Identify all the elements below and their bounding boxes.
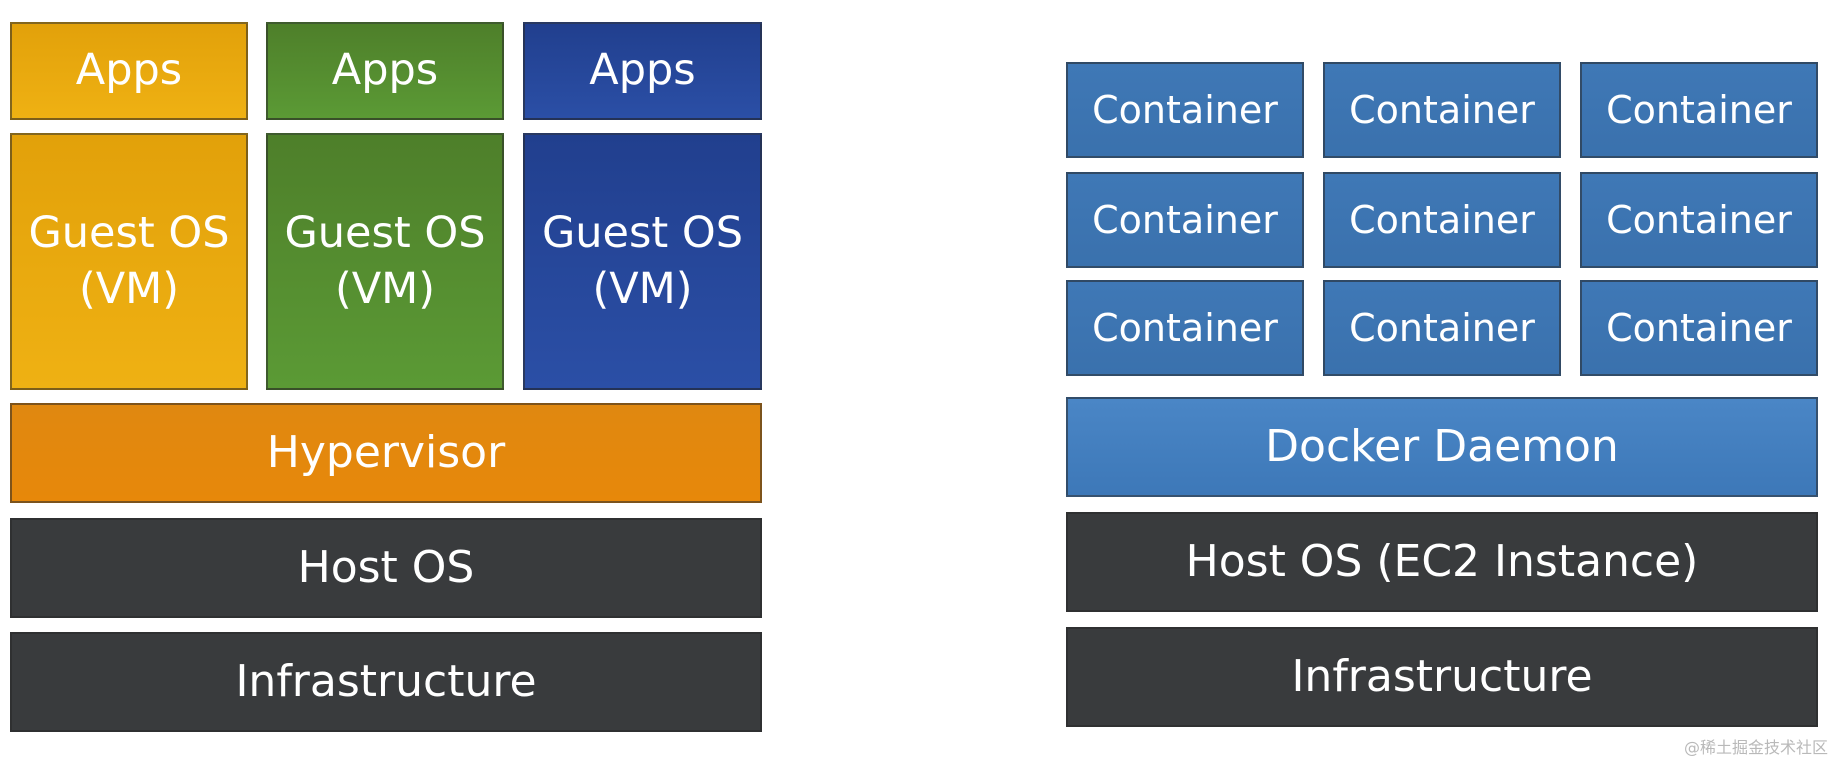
container-box: Container xyxy=(1066,280,1304,376)
vm-2-apps-box: Apps xyxy=(266,22,504,120)
watermark: @稀土掘金技术社区 xyxy=(1683,738,1828,757)
hypervisor-layer: Hypervisor xyxy=(10,403,762,503)
container-box: Container xyxy=(1323,280,1561,376)
container-box: Container xyxy=(1580,172,1818,268)
vm-1-guest-os-box: Guest OS (VM) xyxy=(10,133,248,390)
container-box: Container xyxy=(1580,62,1818,158)
docker-infrastructure-layer: Infrastructure xyxy=(1066,627,1818,727)
container-box: Container xyxy=(1066,172,1304,268)
container-box: Container xyxy=(1066,62,1304,158)
vm-3-guest-os-box: Guest OS (VM) xyxy=(523,133,762,390)
vm-infrastructure-layer: Infrastructure xyxy=(10,632,762,732)
vm-host-os-layer: Host OS xyxy=(10,518,762,618)
vm-2-guest-os-box: Guest OS (VM) xyxy=(266,133,504,390)
container-box: Container xyxy=(1580,280,1818,376)
docker-daemon-layer: Docker Daemon xyxy=(1066,397,1818,497)
container-box: Container xyxy=(1323,62,1561,158)
docker-host-os-layer: Host OS (EC2 Instance) xyxy=(1066,512,1818,612)
container-box: Container xyxy=(1323,172,1561,268)
vm-3-apps-box: Apps xyxy=(523,22,762,120)
vm-1-apps-box: Apps xyxy=(10,22,248,120)
